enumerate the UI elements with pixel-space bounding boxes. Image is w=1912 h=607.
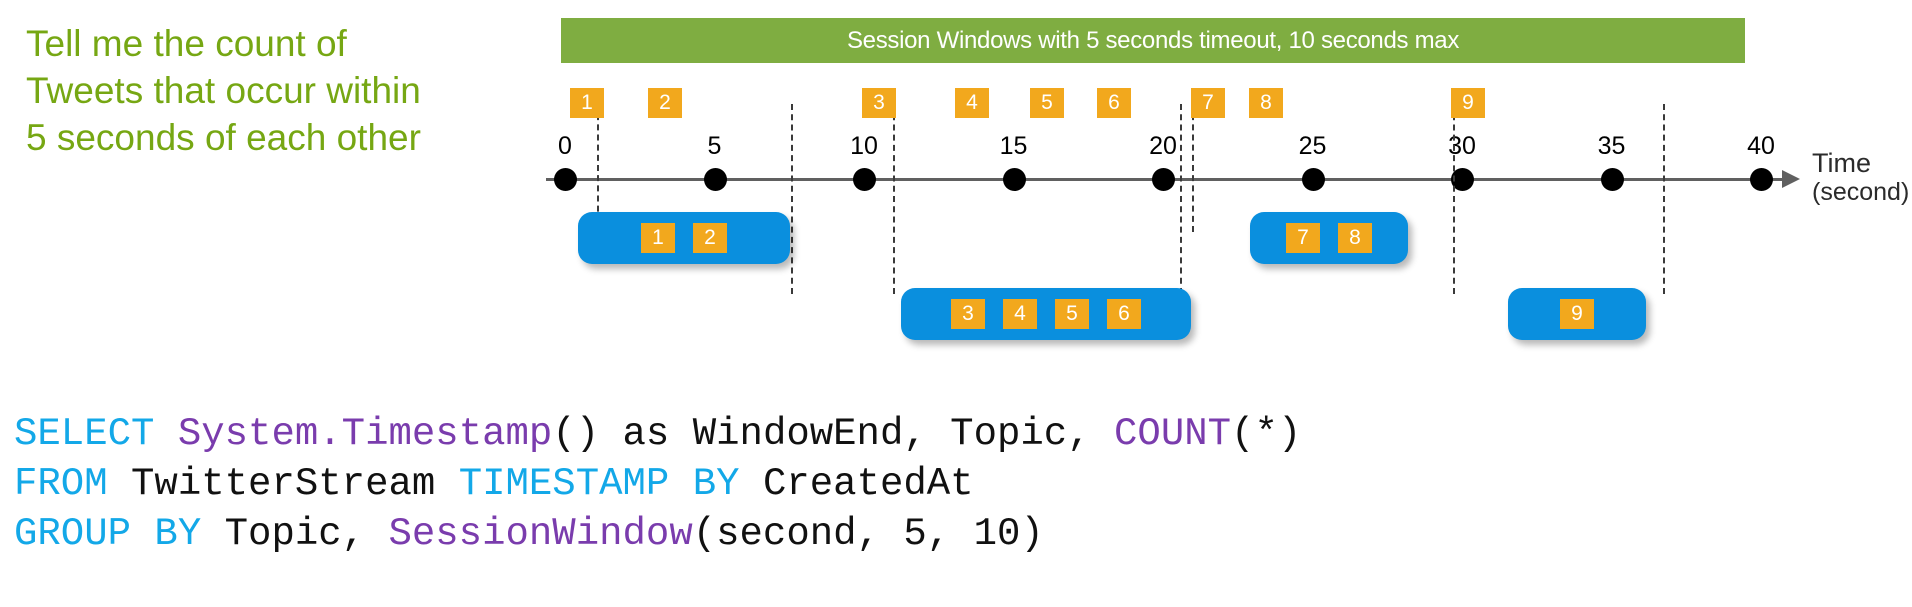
session-event-9: 9: [1560, 299, 1594, 329]
event-marker-4: 4: [955, 88, 989, 118]
event-marker-6: 6: [1097, 88, 1131, 118]
timeline-tick-label: 30: [1448, 132, 1476, 160]
sql-query-block: SELECT System.Timestamp() as WindowEnd, …: [14, 409, 1301, 559]
sql-token: System.Timestamp: [177, 412, 553, 456]
sql-token: SELECT: [14, 412, 155, 456]
sql-token: TwitterStream: [107, 462, 459, 506]
session-window-4: 9: [1508, 288, 1646, 340]
event-marker-3: 3: [862, 88, 896, 118]
timeline-dot: [1750, 168, 1773, 191]
session-banner-label: Session Windows with 5 seconds timeout, …: [846, 26, 1460, 54]
timeline-tick-label: 20: [1149, 132, 1177, 160]
timeline-tick-label: 40: [1747, 132, 1775, 160]
session-boundary-line: [791, 104, 793, 294]
sql-token: TIMESTAMP BY: [458, 462, 740, 506]
session-event-2: 2: [693, 223, 727, 253]
session-boundary-line: [1180, 104, 1182, 294]
timeline-dot: [1600, 168, 1624, 191]
sql-token: (second, 5, 10): [692, 512, 1044, 556]
sql-token: () as WindowEnd, Topic,: [552, 412, 1115, 456]
sql-token: SessionWindow: [388, 512, 693, 556]
timeline-tick-label: 5: [707, 132, 722, 160]
time-axis-unit: (second): [1812, 178, 1910, 206]
timeline-dot: [853, 168, 876, 191]
timeline-tick-label: 15: [999, 132, 1028, 160]
timeline-dot: [1002, 168, 1026, 191]
session-event-6: 6: [1107, 299, 1141, 329]
event-marker-9: 9: [1451, 88, 1485, 118]
session-boundary-line: [1192, 104, 1194, 232]
session-event-8: 8: [1338, 223, 1372, 253]
session-boundary-line: [1453, 104, 1455, 294]
sql-token: Topic,: [201, 512, 389, 556]
session-event-7: 7: [1286, 223, 1320, 253]
timeline-dot: [1451, 168, 1474, 191]
session-event-1: 1: [641, 223, 675, 253]
session-event-5: 5: [1055, 299, 1089, 329]
event-marker-5: 5: [1030, 88, 1064, 118]
sql-token: GROUP BY: [14, 512, 202, 556]
timeline-tick-label: 0: [558, 132, 572, 160]
sql-token: CreatedAt: [739, 462, 974, 506]
session-boundary-line: [597, 104, 599, 232]
session-boundary-line: [893, 104, 895, 294]
sql-token: FROM: [14, 462, 108, 506]
event-marker-2: 2: [648, 88, 682, 118]
timeline-dot: [1301, 168, 1325, 191]
session-event-3: 3: [951, 299, 985, 329]
sql-token: (*): [1231, 412, 1302, 456]
sql-line-1: SELECT System.Timestamp() as WindowEnd, …: [14, 409, 1301, 459]
timeline-dot: [1152, 168, 1175, 191]
timeline-tick-label: 25: [1298, 132, 1327, 160]
sql-line-3: GROUP BY Topic, SessionWindow(second, 5,…: [14, 509, 1301, 559]
session-boundary-line: [1663, 104, 1665, 294]
event-marker-8: 8: [1249, 88, 1283, 118]
sql-token: [154, 412, 177, 456]
timeline-tick-label: 10: [850, 132, 878, 160]
time-axis-label: Time: [1812, 148, 1871, 178]
timeline-dot: [554, 168, 577, 191]
timeline-tick-label: 35: [1597, 132, 1626, 160]
session-event-4: 4: [1003, 299, 1037, 329]
sql-token: COUNT: [1114, 412, 1232, 456]
question-prompt: Tell me the count of Tweets that occur w…: [26, 23, 421, 158]
sql-line-2: FROM TwitterStream TIMESTAMP BY CreatedA…: [14, 459, 1301, 509]
session-banner: Session Windows with 5 seconds timeout, …: [561, 18, 1745, 63]
event-marker-1: 1: [570, 88, 604, 118]
timeline-dot: [703, 168, 727, 191]
event-marker-7: 7: [1191, 88, 1225, 118]
timeline-arrow-icon: [1782, 170, 1800, 188]
